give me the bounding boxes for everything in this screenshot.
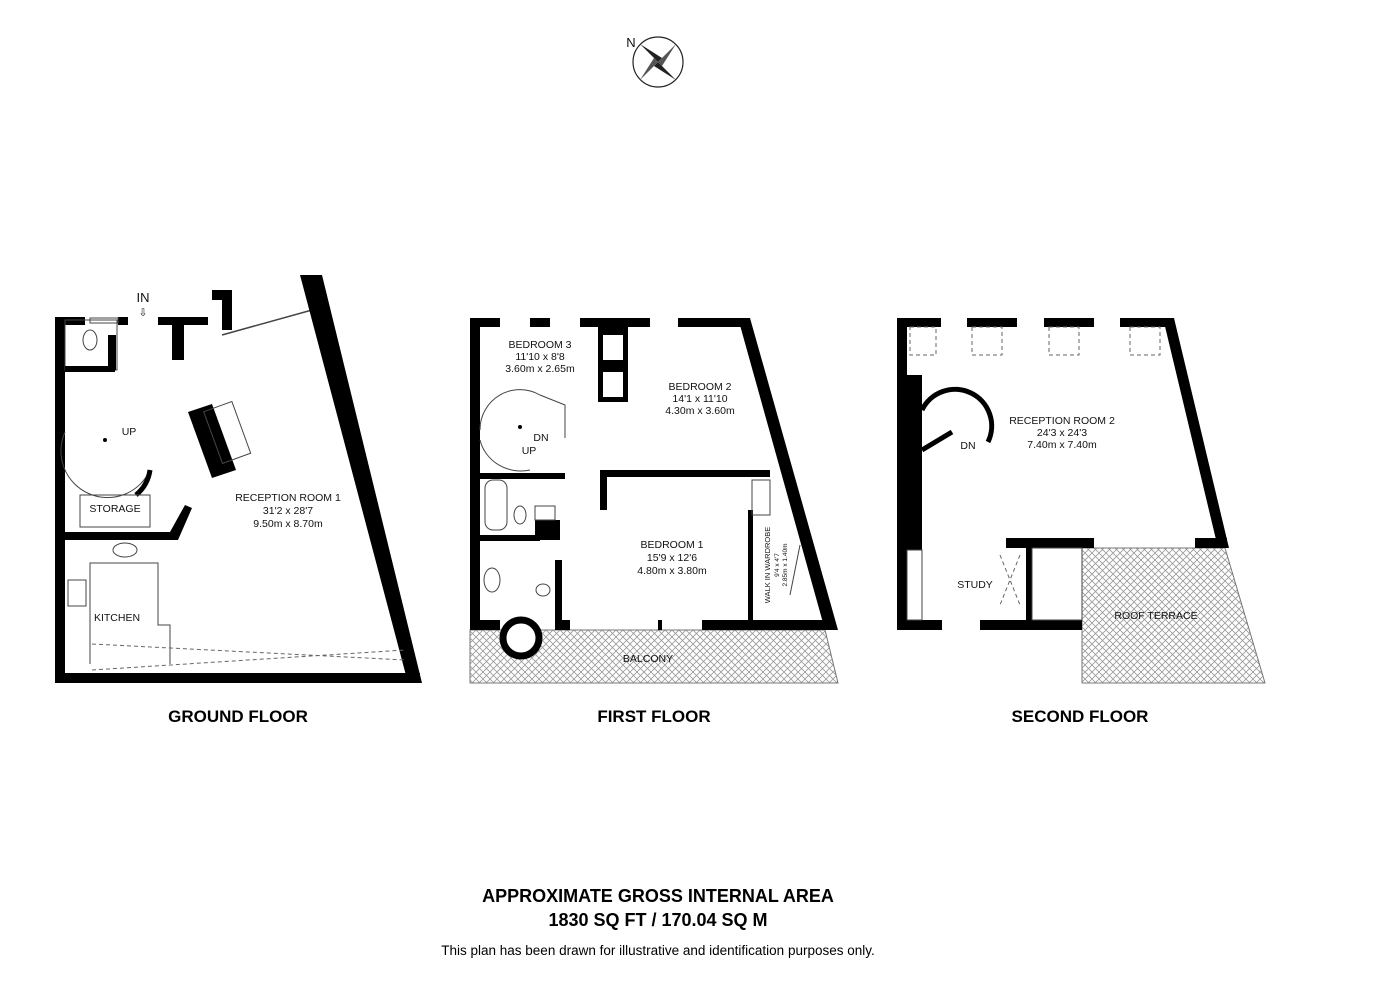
room-bedroom-3: BEDROOM 3 11'10 x 8'8 3.60m x 2.65m xyxy=(505,339,575,375)
room-bedroom-1: BEDROOM 1 15'9 x 12'6 4.80m x 3.80m xyxy=(637,539,707,577)
svg-text:24'3 x 24'3: 24'3 x 24'3 xyxy=(1037,427,1087,439)
disclaimer-text: This plan has been drawn for illustrativ… xyxy=(441,943,875,958)
room-bedroom-2: BEDROOM 2 14'1 x 11'10 4.30m x 3.60m xyxy=(665,381,735,417)
first-floor-title: FIRST FLOOR xyxy=(597,707,710,726)
room-storage: STORAGE xyxy=(89,503,140,515)
compass-north-label: N xyxy=(626,35,635,50)
svg-text:9'4 x 4'7: 9'4 x 4'7 xyxy=(774,553,781,577)
room-kitchen: KITCHEN xyxy=(94,612,140,624)
svg-text:RECEPTION ROOM 2: RECEPTION ROOM 2 xyxy=(1009,415,1115,427)
stairs-up-label: UP xyxy=(122,426,137,438)
svg-text:RECEPTION ROOM 1: RECEPTION ROOM 1 xyxy=(235,492,341,504)
svg-text:4.30m x 3.60m: 4.30m x 3.60m xyxy=(665,405,735,417)
ground-floor-plan: IN ⇩ UP RECEPTION ROOM 1 31'2 x 28'7 9.5… xyxy=(55,275,422,683)
svg-text:WALK IN WARDROBE: WALK IN WARDROBE xyxy=(763,527,772,604)
svg-text:14'1 x 11'10: 14'1 x 11'10 xyxy=(672,393,727,405)
entrance-label: IN xyxy=(137,290,150,305)
room-reception-room-1: RECEPTION ROOM 1 31'2 x 28'7 9.50m x 8.7… xyxy=(235,492,341,530)
svg-text:3.60m x 2.65m: 3.60m x 2.65m xyxy=(505,363,575,375)
svg-text:9.50m x 8.70m: 9.50m x 8.70m xyxy=(253,518,323,530)
gross-area-value: 1830 SQ FT / 170.04 SQ M xyxy=(548,910,767,930)
compass-rose-icon: N xyxy=(626,35,684,88)
svg-text:BEDROOM 2: BEDROOM 2 xyxy=(668,381,731,393)
ground-floor-title: GROUND FLOOR xyxy=(168,707,308,726)
first-floor-plan: BEDROOM 3 11'10 x 8'8 3.60m x 2.65m BEDR… xyxy=(469,318,839,684)
svg-text:7.40m x 7.40m: 7.40m x 7.40m xyxy=(1027,439,1097,451)
room-reception-room-2: RECEPTION ROOM 2 24'3 x 24'3 7.40m x 7.4… xyxy=(1009,415,1115,451)
stairs-down-label: DN xyxy=(533,432,548,444)
svg-text:4.80m x 3.80m: 4.80m x 3.80m xyxy=(637,565,707,577)
svg-text:2.85m x 1.40m: 2.85m x 1.40m xyxy=(782,544,789,587)
balcony-label: BALCONY xyxy=(623,653,673,665)
svg-text:BEDROOM 1: BEDROOM 1 xyxy=(640,539,703,551)
second-floor-plan: RECEPTION ROOM 2 24'3 x 24'3 7.40m x 7.4… xyxy=(897,318,1266,684)
svg-text:11'10 x 8'8: 11'10 x 8'8 xyxy=(515,351,565,363)
entrance-arrow-icon: ⇩ xyxy=(139,307,148,319)
room-walk-in-wardrobe: WALK IN WARDROBE 9'4 x 4'7 2.85m x 1.40m xyxy=(763,527,789,604)
room-study: STUDY xyxy=(957,579,993,591)
gross-area-title: APPROXIMATE GROSS INTERNAL AREA xyxy=(482,886,834,906)
svg-text:15'9 x 12'6: 15'9 x 12'6 xyxy=(647,552,697,564)
svg-text:BEDROOM 3: BEDROOM 3 xyxy=(508,339,571,351)
stairs-up-label: UP xyxy=(522,445,537,457)
stairs-down-label: DN xyxy=(960,440,975,452)
second-floor-title: SECOND FLOOR xyxy=(1012,707,1149,726)
svg-text:31'2 x 28'7: 31'2 x 28'7 xyxy=(263,505,313,517)
room-roof-terrace: ROOF TERRACE xyxy=(1114,610,1197,622)
